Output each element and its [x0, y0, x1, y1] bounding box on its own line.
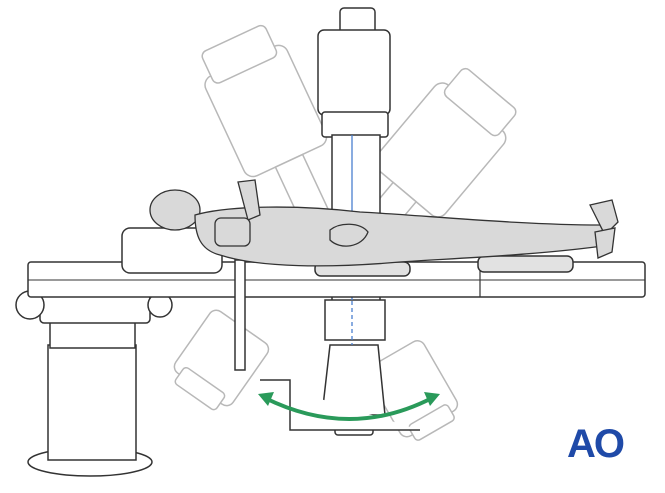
- leg-pad: [477, 255, 574, 273]
- table-base: [15, 290, 173, 477]
- ao-logo: AO: [567, 422, 625, 466]
- arm-support: [234, 259, 246, 371]
- c-arm-ghost-left-bottom: [173, 309, 270, 411]
- rotation-arrow: [258, 392, 440, 421]
- patient: [149, 179, 619, 267]
